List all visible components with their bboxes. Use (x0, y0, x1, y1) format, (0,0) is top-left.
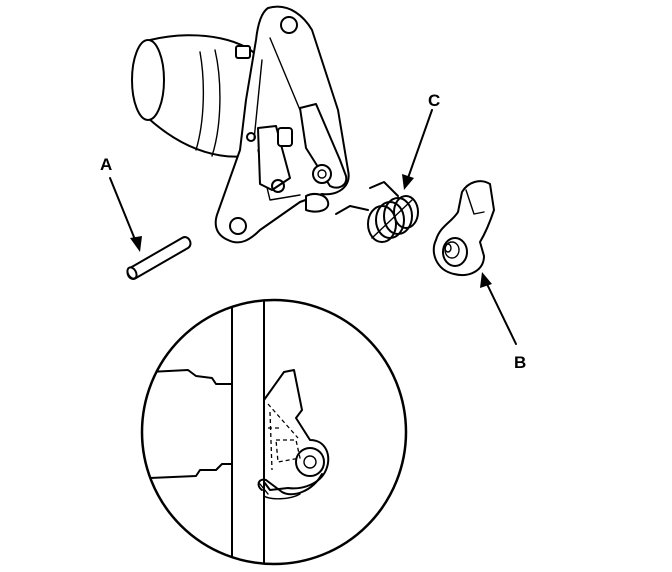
callout-label-a: A (100, 155, 112, 174)
spring-c (335, 181, 419, 243)
callout-arrow-c (402, 109, 433, 190)
left-bracket (257, 125, 291, 191)
detail-view (140, 298, 408, 566)
callout-arrow-b (480, 272, 517, 345)
mount-hole-top (280, 16, 298, 34)
callout-label-c: C (428, 91, 440, 110)
callout-label-b: B (514, 353, 526, 372)
pin-a (126, 236, 192, 280)
housing-plate (214, 5, 350, 244)
shaft-stub (277, 127, 293, 147)
lever-b (432, 180, 495, 276)
callout-arrow-a (109, 177, 142, 252)
mount-hole-bottom (229, 217, 247, 235)
right-bracket (299, 103, 348, 189)
